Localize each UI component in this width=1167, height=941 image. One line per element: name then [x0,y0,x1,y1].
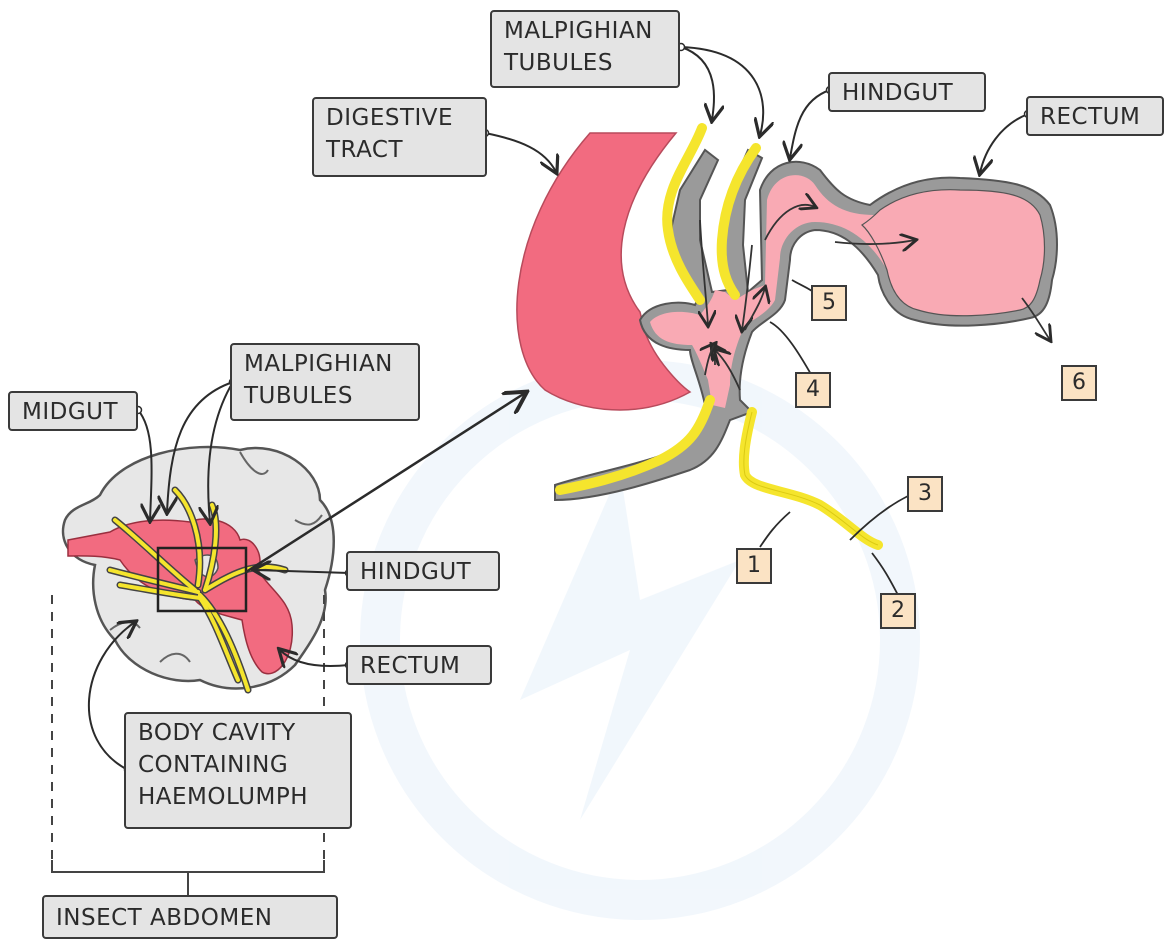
step-1: 1 [736,548,772,584]
abdomen-bracket [52,860,324,895]
watermark [380,380,900,900]
step-2: 2 [880,593,916,629]
label-hindgut-left: HINDGUT [346,551,500,591]
step-3: 3 [907,476,943,512]
label-rectum-top: RECTUM [1026,96,1164,136]
digestive-tract-shape [517,133,690,410]
label-malpighian-tubules-left: MALPIGHIAN TUBULES [230,343,420,421]
label-insect-abdomen: INSECT ABDOMEN [42,895,338,939]
step-4: 4 [795,372,831,408]
label-rectum-left: RECTUM [346,645,492,685]
label-body-cavity: BODY CAVITY CONTAINING HAEMOLUMPH [124,712,352,829]
label-midgut: MIDGUT [8,391,138,431]
label-hindgut-top: HINDGUT [828,72,986,112]
step-6: 6 [1061,365,1097,401]
step-5: 5 [811,285,847,321]
label-malpighian-tubules-top: MALPIGHIAN TUBULES [490,10,680,88]
label-digestive-tract: DIGESTIVE TRACT [312,97,487,177]
